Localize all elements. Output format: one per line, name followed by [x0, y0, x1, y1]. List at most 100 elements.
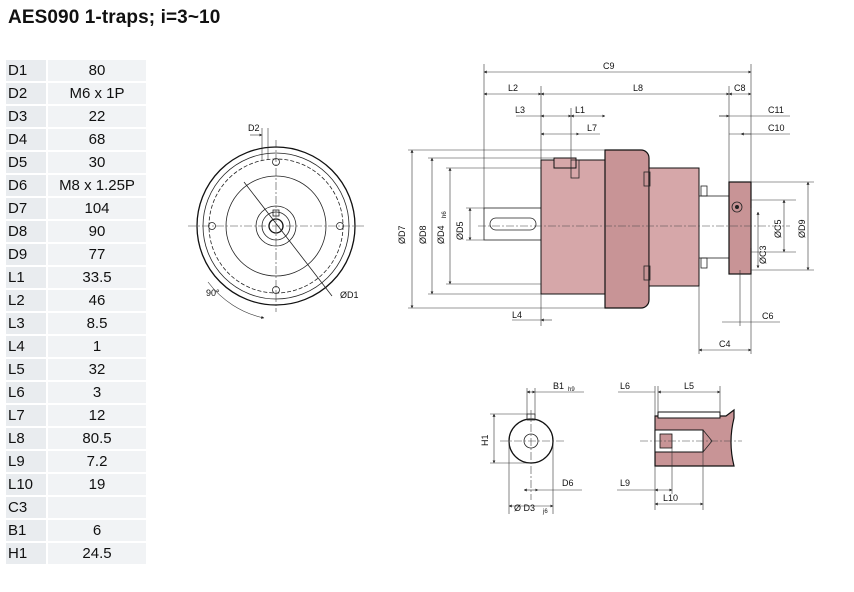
spec-value: 68 [46, 128, 146, 152]
side-d4-sub: h6 [442, 211, 448, 218]
spec-key: L1 [6, 266, 47, 290]
spec-value: 30 [46, 151, 146, 175]
spec-key: D6 [6, 174, 47, 198]
spec-value: 3 [46, 381, 146, 405]
side-view: C9 L2 L8 C8 L3 L1 C11 L7 C10 ØD7 ØD8 [397, 61, 814, 354]
spec-key: B1 [6, 519, 47, 543]
front-d1-label: ØD1 [340, 290, 359, 300]
spec-row-c3: C3 [6, 496, 146, 520]
page-title: AES090 1-traps; i=3~10 [8, 7, 221, 28]
key-l9-label: L9 [620, 478, 630, 488]
spec-key: L8 [6, 427, 47, 451]
side-c6-label: C6 [762, 311, 774, 321]
spec-key: D4 [6, 128, 47, 152]
spec-key: L4 [6, 335, 47, 359]
side-d9-label: ØD9 [797, 219, 807, 238]
spec-key: D3 [6, 105, 47, 129]
spec-value: M8 x 1.25P [46, 174, 146, 198]
shaft-b1-label: B1 [553, 381, 564, 391]
spec-key: L5 [6, 358, 47, 382]
spec-value: 6 [46, 519, 146, 543]
side-c9-label: C9 [603, 61, 615, 71]
side-c8-label: C8 [734, 83, 746, 93]
spec-value: 24.5 [46, 542, 146, 566]
keyway-detail-view: L6 L5 L9 L10 [617, 381, 742, 510]
shaft-section-view: B1 h9 H1 Ø D3 j6 D6 [480, 381, 584, 515]
side-l7-label: L7 [587, 123, 597, 133]
spec-value: 22 [46, 105, 146, 129]
side-c3-label: ØC3 [758, 245, 768, 264]
spec-value: 7.2 [46, 450, 146, 474]
shaft-h1-label: H1 [480, 434, 490, 446]
spec-value [46, 496, 146, 520]
spec-key: D2 [6, 82, 47, 106]
front-view: D2 ØD1 90° [188, 123, 364, 319]
side-d7-label: ØD7 [397, 225, 407, 244]
spec-key: D5 [6, 151, 47, 175]
spec-value: 33.5 [46, 266, 146, 290]
shaft-d6-label: D6 [562, 478, 574, 488]
spec-key: L10 [6, 473, 47, 497]
side-l8-label: L8 [633, 83, 643, 93]
spec-key: L3 [6, 312, 47, 336]
shaft-d3-label: Ø D3 [514, 503, 535, 513]
spec-key: D9 [6, 243, 47, 267]
spec-key: D1 [6, 60, 47, 83]
key-l6-label: L6 [620, 381, 630, 391]
spec-key: H1 [6, 542, 47, 566]
spec-value: 80.5 [46, 427, 146, 451]
spec-value: 1 [46, 335, 146, 359]
side-c4-label: C4 [719, 339, 731, 349]
spec-key: L6 [6, 381, 47, 405]
side-d4-label: ØD4 [436, 225, 446, 244]
side-c5-label: ØC5 [773, 219, 783, 238]
side-d5-label: ØD5 [455, 221, 465, 240]
spec-key: D8 [6, 220, 47, 244]
spec-value: 12 [46, 404, 146, 428]
spec-key: L9 [6, 450, 47, 474]
side-c10-label: C10 [768, 123, 785, 133]
spec-value: 19 [46, 473, 146, 497]
side-l2-label: L2 [508, 83, 518, 93]
side-d8-label: ØD8 [418, 225, 428, 244]
side-l3-label: L3 [515, 105, 525, 115]
side-c11-label: C11 [768, 105, 784, 115]
spec-value: 104 [46, 197, 146, 221]
spec-value: 8.5 [46, 312, 146, 336]
shaft-d3-sub: j6 [542, 509, 548, 515]
key-l10-label: L10 [663, 493, 678, 503]
side-l1-label: L1 [575, 105, 585, 115]
spec-value: 80 [46, 60, 146, 83]
spec-value: 46 [46, 289, 146, 313]
shaft-b1-sub: h9 [568, 387, 575, 393]
spec-value: 77 [46, 243, 146, 267]
spec-value: 90 [46, 220, 146, 244]
spec-key: L7 [6, 404, 47, 428]
spec-key: L2 [6, 289, 47, 313]
side-l4-label: L4 [512, 310, 522, 320]
spec-value: M6 x 1P [46, 82, 146, 106]
spec-value: 32 [46, 358, 146, 382]
